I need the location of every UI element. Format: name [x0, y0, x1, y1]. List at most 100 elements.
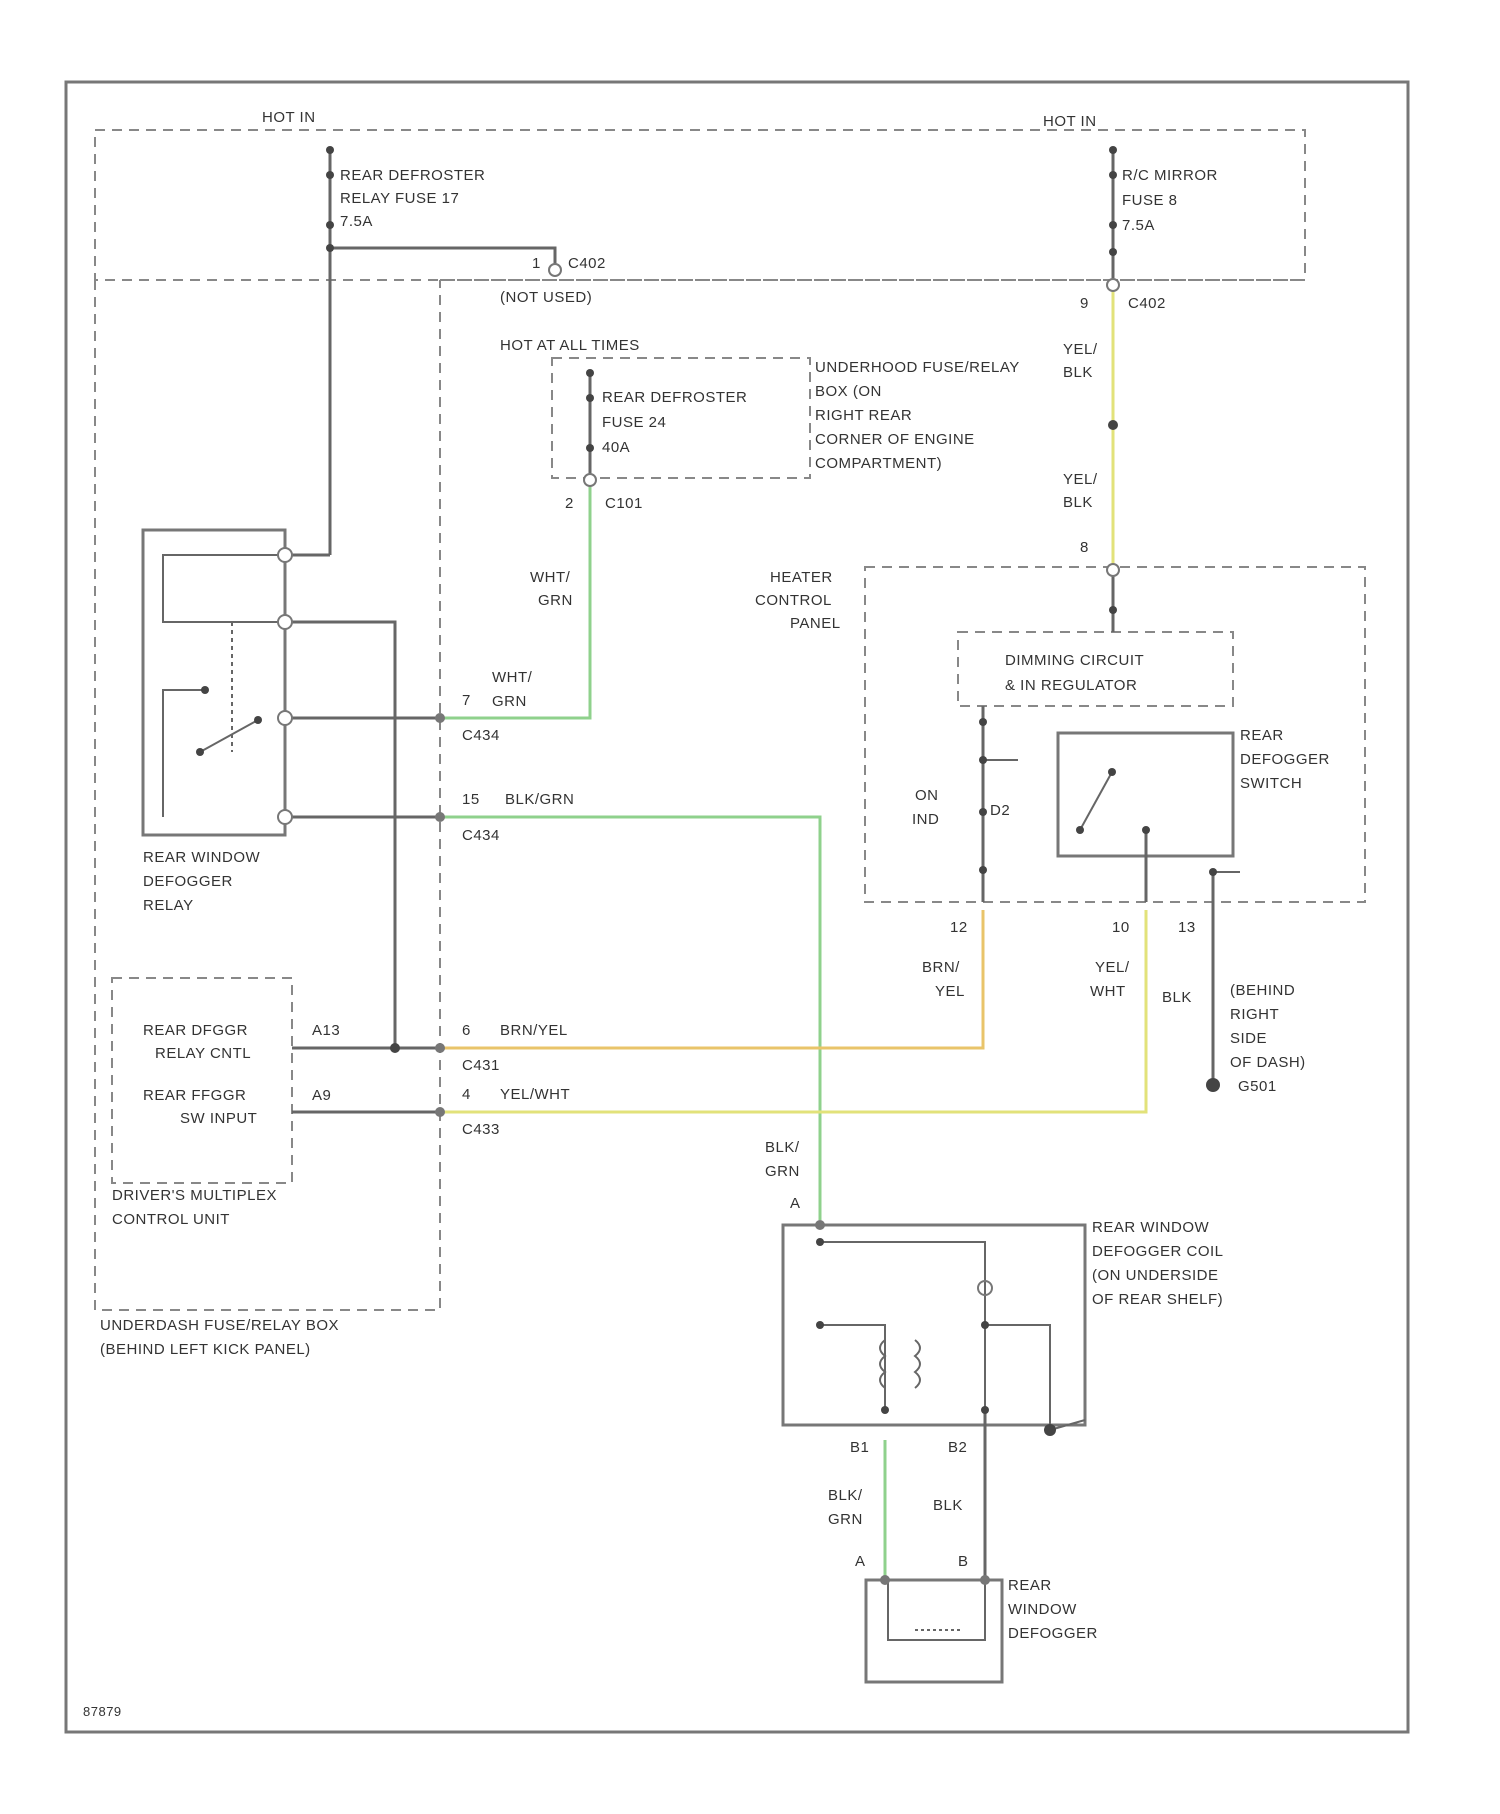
connector-pin [880, 1575, 890, 1585]
connector-pin [815, 1220, 825, 1230]
pin-label: B2 [948, 1439, 967, 1456]
fuse-center-label: REAR DEFROSTER [602, 389, 747, 406]
connector-pin [435, 812, 445, 822]
wire-color-label: WHT/ [492, 669, 533, 686]
wire-color-label: BLK/ [765, 1139, 800, 1156]
relay-terminal [278, 548, 292, 562]
coil-label: DEFOGGER COIL [1092, 1243, 1224, 1260]
switch-contact [1108, 768, 1116, 776]
connector-pin [584, 474, 596, 486]
splice [1109, 248, 1117, 256]
wire-color-label: YEL [935, 983, 965, 1000]
pin-label: A [790, 1195, 801, 1212]
splice [816, 1238, 824, 1246]
pin-label: 6 [462, 1022, 471, 1039]
ground-symbol [1044, 1424, 1056, 1436]
wire-color-label: GRN [538, 592, 573, 609]
fuse-center-rating: 40A [602, 439, 630, 456]
ground-symbol [1206, 1078, 1220, 1092]
multiplex-unit-label: CONTROL UNIT [112, 1211, 230, 1228]
wire-color-label: GRN [765, 1163, 800, 1180]
fuse-left-label: RELAY FUSE 17 [340, 190, 459, 207]
connector-pin [549, 264, 561, 276]
pin-label: 2 [565, 495, 574, 512]
splice [981, 1321, 989, 1329]
splice [326, 221, 334, 229]
pin-label: A9 [312, 1087, 331, 1104]
defogger-grid [888, 1580, 985, 1640]
pin-label: A13 [312, 1022, 340, 1039]
defogger-label: WINDOW [1008, 1601, 1077, 1618]
underdash-box-outline [95, 280, 440, 1310]
wire-color-label: BLK [1063, 494, 1093, 511]
wire-blk-grn [440, 817, 820, 1220]
defogger-label: REAR [1008, 1577, 1052, 1594]
pin-label: B1 [850, 1439, 869, 1456]
defogger-label: DEFOGGER [1008, 1625, 1098, 1642]
defogger-switch-label: DEFOGGER [1240, 751, 1330, 768]
relay-contact [254, 716, 262, 724]
switch-contact [1076, 826, 1084, 834]
defogger-switch-label: REAR [1240, 727, 1284, 744]
relay-terminal [278, 615, 292, 629]
pin-label: 10 [1112, 919, 1130, 936]
ground-location-label: OF DASH) [1230, 1054, 1306, 1071]
connector-label: C434 [462, 827, 500, 844]
relay-box [143, 530, 285, 835]
splice [326, 244, 334, 252]
relay-coil-path [163, 555, 285, 622]
fuse-right-rating: 7.5A [1122, 217, 1155, 234]
wire-color-label: BLK [1063, 364, 1093, 381]
fuse-left-rating: 7.5A [340, 213, 373, 230]
switch-arm [1080, 772, 1112, 830]
diagram-frame [66, 82, 1408, 1732]
splice [979, 866, 987, 874]
splice [586, 444, 594, 452]
pin-label: 12 [950, 919, 968, 936]
connector-label: C431 [462, 1057, 500, 1074]
wire-color-label: GRN [492, 693, 527, 710]
ground-location-label: (BEHIND [1230, 982, 1295, 999]
dimming-circuit-label: & IN REGULATOR [1005, 677, 1137, 694]
multiplex-pin-label: RELAY CNTL [155, 1045, 251, 1062]
splice [1109, 171, 1117, 179]
connector-pin [980, 1575, 990, 1585]
diode-label: D2 [990, 802, 1010, 819]
splice [881, 1406, 889, 1414]
splice [586, 394, 594, 402]
connector-pin [435, 713, 445, 723]
wire-color-label: GRN [828, 1511, 863, 1528]
fuse-right-label: FUSE 8 [1122, 192, 1178, 209]
pin-label: 4 [462, 1086, 471, 1103]
heater-panel-label: CONTROL [755, 592, 832, 609]
hot-in-left: HOT IN [262, 109, 316, 126]
underhood-box-label: CORNER OF ENGINE [815, 431, 975, 448]
heater-panel-label: PANEL [790, 615, 841, 632]
multiplex-pin-label: SW INPUT [180, 1110, 257, 1127]
underhood-box-label: BOX (ON [815, 383, 882, 400]
pin-label: 7 [462, 692, 471, 709]
splice [979, 756, 987, 764]
wire-to-c402 [330, 248, 555, 270]
figure-id: 87879 [83, 1704, 122, 1719]
pin-label: 15 [462, 791, 480, 808]
defogger-switch-label: SWITCH [1240, 775, 1302, 792]
connector-label: C402 [568, 255, 606, 272]
not-used-label: (NOT USED) [500, 289, 592, 306]
relay-contact [196, 748, 204, 756]
connector-label: C433 [462, 1121, 500, 1138]
wire-color-label: YEL/WHT [500, 1086, 570, 1103]
indicator-label: IND [912, 811, 939, 828]
pin-label: 1 [532, 255, 541, 272]
splice [1108, 420, 1118, 430]
splice [979, 718, 987, 726]
underhood-box-label: RIGHT REAR [815, 407, 912, 424]
pin-label: 8 [1080, 539, 1089, 556]
relay-label: DEFOGGER [143, 873, 233, 890]
pin-label: 9 [1080, 295, 1089, 312]
relay-terminal [278, 711, 292, 725]
multiplex-pin-label: REAR FFGGR [143, 1087, 246, 1104]
relay-contact [201, 686, 209, 694]
switch-contact [1142, 826, 1150, 834]
dimming-circuit-label: DIMMING CIRCUIT [1005, 652, 1144, 669]
